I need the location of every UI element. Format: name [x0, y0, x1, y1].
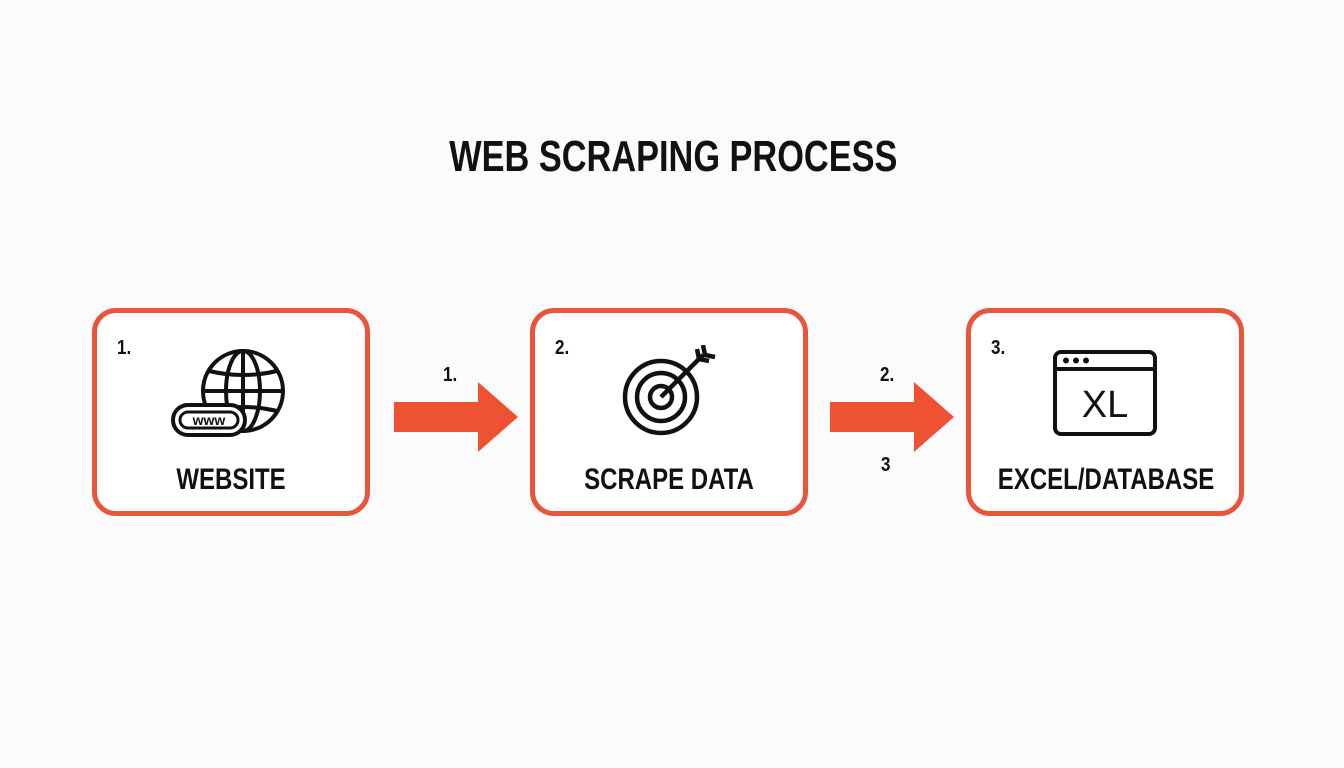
step-label: SCRAPE DATA: [584, 463, 754, 496]
arrow-label: 2.: [880, 364, 895, 386]
svg-text:www: www: [192, 412, 226, 428]
step-number: 1.: [117, 337, 132, 359]
arrow-label: 1.: [443, 364, 458, 386]
step-scrape-data-box: 2. SCRAPE DATA: [530, 308, 808, 516]
arrow-label-bottom: 3: [881, 454, 891, 476]
step-number: 3.: [991, 337, 1006, 359]
svg-text:XL: XL: [1082, 384, 1128, 426]
right-arrow-icon: [830, 382, 956, 457]
right-arrow-icon: [394, 382, 520, 457]
globe-www-icon: www: [169, 349, 293, 444]
step-label: WEBSITE: [176, 463, 286, 496]
xl-window-icon: XL: [1052, 349, 1158, 442]
step-label: EXCEL/DATABASE: [997, 463, 1215, 496]
step-excel-database-box: 3. XL EXCEL/DATABASE: [966, 308, 1244, 516]
step-number: 2.: [555, 337, 570, 359]
step-website-box: 1. www WEBSITE: [92, 308, 370, 516]
diagram-title: WEB SCRAPING PROCESS: [449, 132, 898, 181]
target-arrow-icon: [619, 344, 719, 442]
